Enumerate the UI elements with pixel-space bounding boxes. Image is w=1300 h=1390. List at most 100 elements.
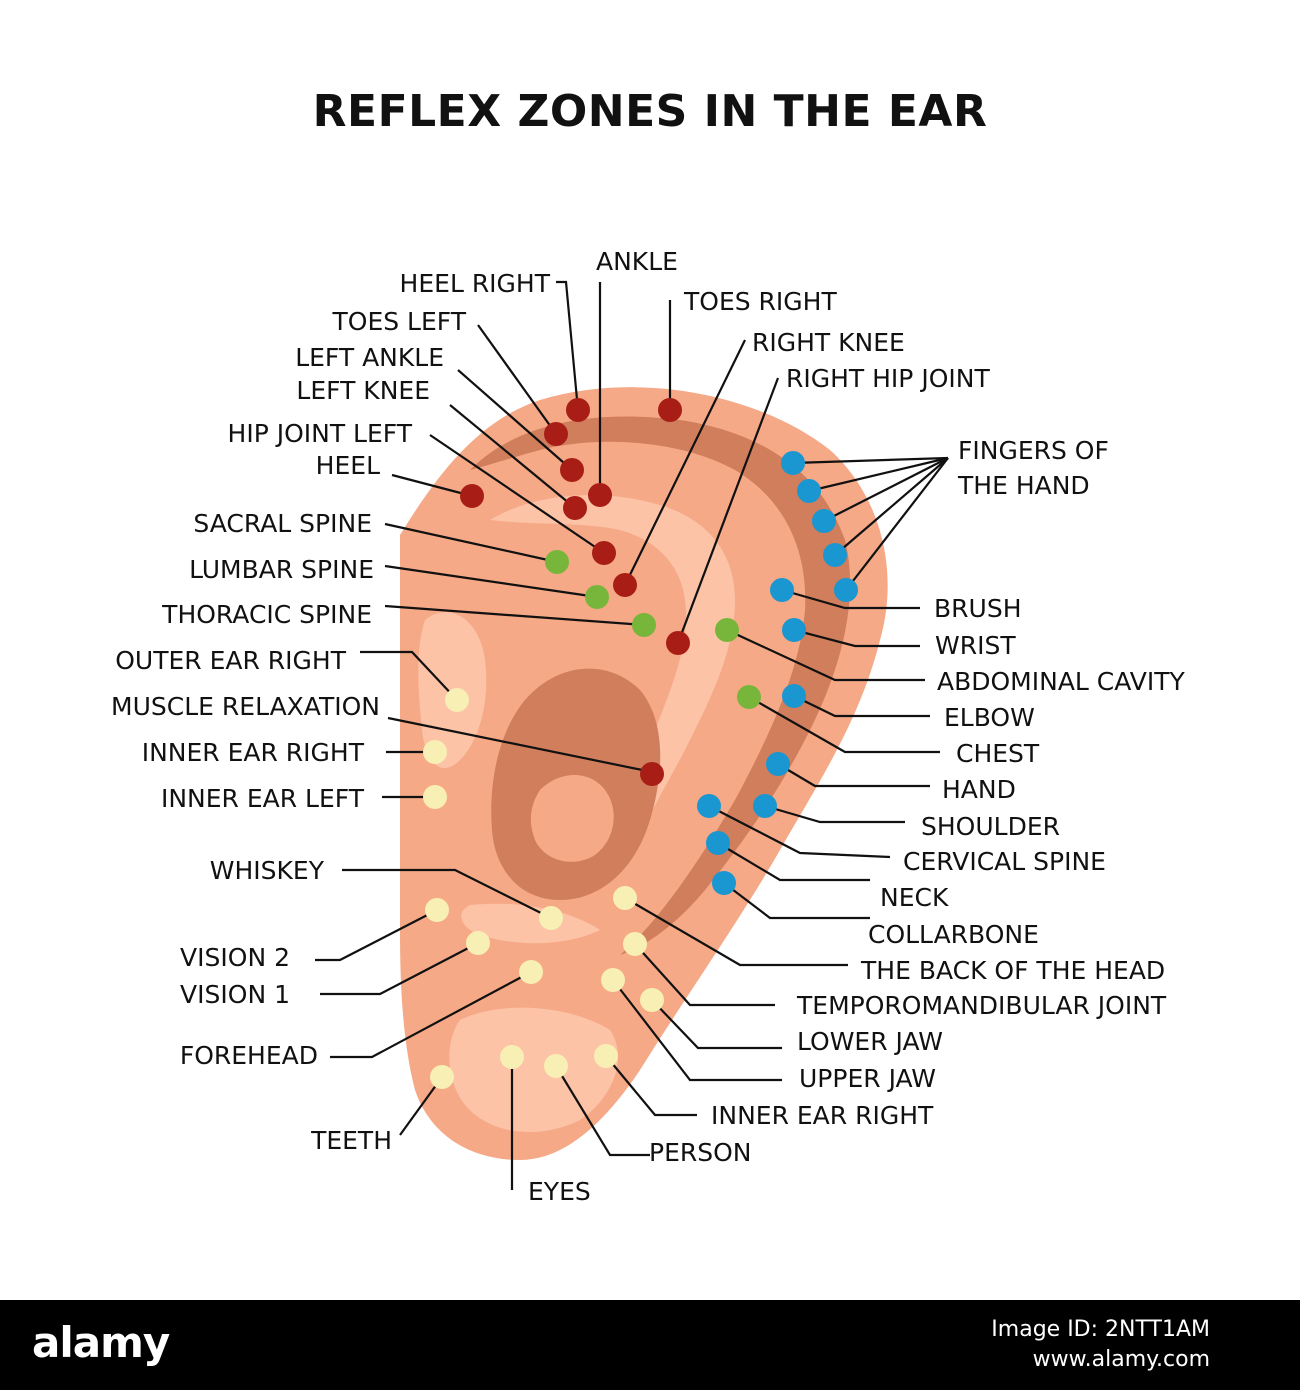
label-collarbone: COLLARBONE (868, 920, 1039, 949)
leader-hand (777, 763, 930, 788)
point-vision-1 (466, 931, 490, 955)
label-heel-right: HEEL RIGHT (400, 269, 551, 298)
point-neck (706, 831, 730, 855)
point-tmj (623, 932, 647, 956)
label-inner-ear-left: INNER EAR LEFT (161, 784, 365, 813)
leader-sacral-spine (384, 522, 558, 564)
label-lumbar-spine: LUMBAR SPINE (189, 555, 374, 584)
leader-right-knee (624, 339, 746, 586)
point-toes-left (544, 422, 568, 446)
point-finger-1 (781, 451, 805, 475)
label-shoulder: SHOULDER (921, 812, 1060, 841)
point-muscle-relaxation (640, 762, 664, 786)
point-inner-ear-right (423, 740, 447, 764)
leader-vision-1 (320, 942, 479, 996)
leader-muscle-relaxation (387, 716, 653, 774)
leader-chest (748, 696, 940, 754)
point-finger-5 (834, 578, 858, 602)
point-hand (766, 752, 790, 776)
label-right-knee: RIGHT KNEE (752, 328, 905, 357)
leader-cervical-spine (708, 805, 891, 859)
label-whiskey: WHISKEY (210, 856, 325, 885)
leader-fingers-5 (845, 457, 949, 591)
point-right-hip-joint (666, 631, 690, 655)
label-toes-right: TOES RIGHT (683, 287, 837, 316)
label-toes-left: TOES LEFT (332, 307, 467, 336)
point-wrist (782, 618, 806, 642)
label-lower-jaw: LOWER JAW (797, 1027, 943, 1056)
leader-neck (717, 842, 870, 882)
point-back-of-head (613, 886, 637, 910)
diagram-title: REFLEX ZONES IN THE EAR (312, 86, 988, 137)
label-vision-2: VISION 2 (180, 943, 290, 972)
leader-fingers-2 (808, 456, 949, 493)
leader-lumbar-spine (384, 564, 598, 599)
label-upper-jaw: UPPER JAW (799, 1064, 936, 1093)
leader-inner-ear-right-2 (605, 1055, 697, 1117)
concha-inner (530, 775, 614, 862)
leader-right-hip-joint (676, 377, 780, 644)
leader-abdominal-cavity (726, 629, 925, 682)
point-elbow (782, 684, 806, 708)
leader-forehead (330, 971, 532, 1059)
leader-heel-right (556, 280, 580, 411)
point-outer-ear-right (445, 688, 469, 712)
leader-lower-jaw (651, 999, 782, 1050)
label-right-hip-joint: RIGHT HIP JOINT (786, 364, 990, 393)
label-chest: CHEST (956, 739, 1040, 768)
label-abdominal-cavity: ABDOMINAL CAVITY (937, 667, 1186, 696)
leader-brush (781, 588, 920, 610)
label-person: PERSON (649, 1138, 752, 1167)
leader-left-knee (449, 404, 576, 509)
label-heel: HEEL (316, 451, 380, 480)
watermark-url: www.alamy.com (1032, 1347, 1210, 1372)
leader-whiskey (342, 868, 552, 919)
point-finger-3 (812, 509, 836, 533)
reflex-points (423, 398, 858, 1089)
label-sacral-spine: SACRAL SPINE (193, 509, 372, 538)
leader-fingers-1 (792, 456, 949, 465)
label-fingers-line1: FINGERS OF (958, 436, 1109, 465)
label-brush: BRUSH (934, 594, 1022, 623)
label-hand: HAND (942, 775, 1016, 804)
label-back-of-head: THE BACK OF THE HEAD (860, 956, 1165, 985)
point-collarbone (712, 871, 736, 895)
leader-elbow (793, 695, 930, 718)
point-left-ankle (560, 458, 584, 482)
earlobe-highlight (449, 1007, 619, 1132)
leader-outer-ear-right (360, 650, 458, 701)
label-thoracic-spine: THORACIC SPINE (161, 600, 372, 629)
point-brush (770, 578, 794, 602)
label-left-knee: LEFT KNEE (296, 376, 430, 405)
point-person (544, 1054, 568, 1078)
point-chest (737, 685, 761, 709)
leader-heel (391, 473, 473, 498)
label-fingers-line2: THE HAND (957, 471, 1090, 500)
leader-vision-2 (315, 909, 438, 962)
label-outer-ear-right: OUTER EAR RIGHT (115, 646, 346, 675)
label-neck: NECK (880, 883, 949, 912)
point-cervical-spine (697, 794, 721, 818)
leader-person (555, 1065, 650, 1157)
point-whiskey (539, 906, 563, 930)
label-elbow: ELBOW (944, 703, 1035, 732)
point-hip-joint-left (592, 541, 616, 565)
point-shoulder (753, 794, 777, 818)
leader-upper-jaw (612, 979, 782, 1082)
watermark-image-id: Image ID: 2NTT1AM (991, 1317, 1210, 1342)
point-finger-4 (823, 543, 847, 567)
point-left-knee (563, 496, 587, 520)
point-lumbar-spine (585, 585, 609, 609)
label-hip-joint-left: HIP JOINT LEFT (228, 419, 413, 448)
point-vision-2 (425, 898, 449, 922)
leader-back-of-head (624, 897, 848, 967)
labels: HEEL RIGHT ANKLE TOES RIGHT TOES LEFT RI… (111, 247, 1185, 1206)
point-finger-2 (797, 479, 821, 503)
leader-collarbone (723, 882, 870, 920)
watermark-footer (0, 1300, 1300, 1390)
point-teeth (430, 1065, 454, 1089)
point-upper-jaw (601, 968, 625, 992)
leader-fingers-4 (834, 457, 949, 556)
point-abdominal-cavity (715, 618, 739, 642)
